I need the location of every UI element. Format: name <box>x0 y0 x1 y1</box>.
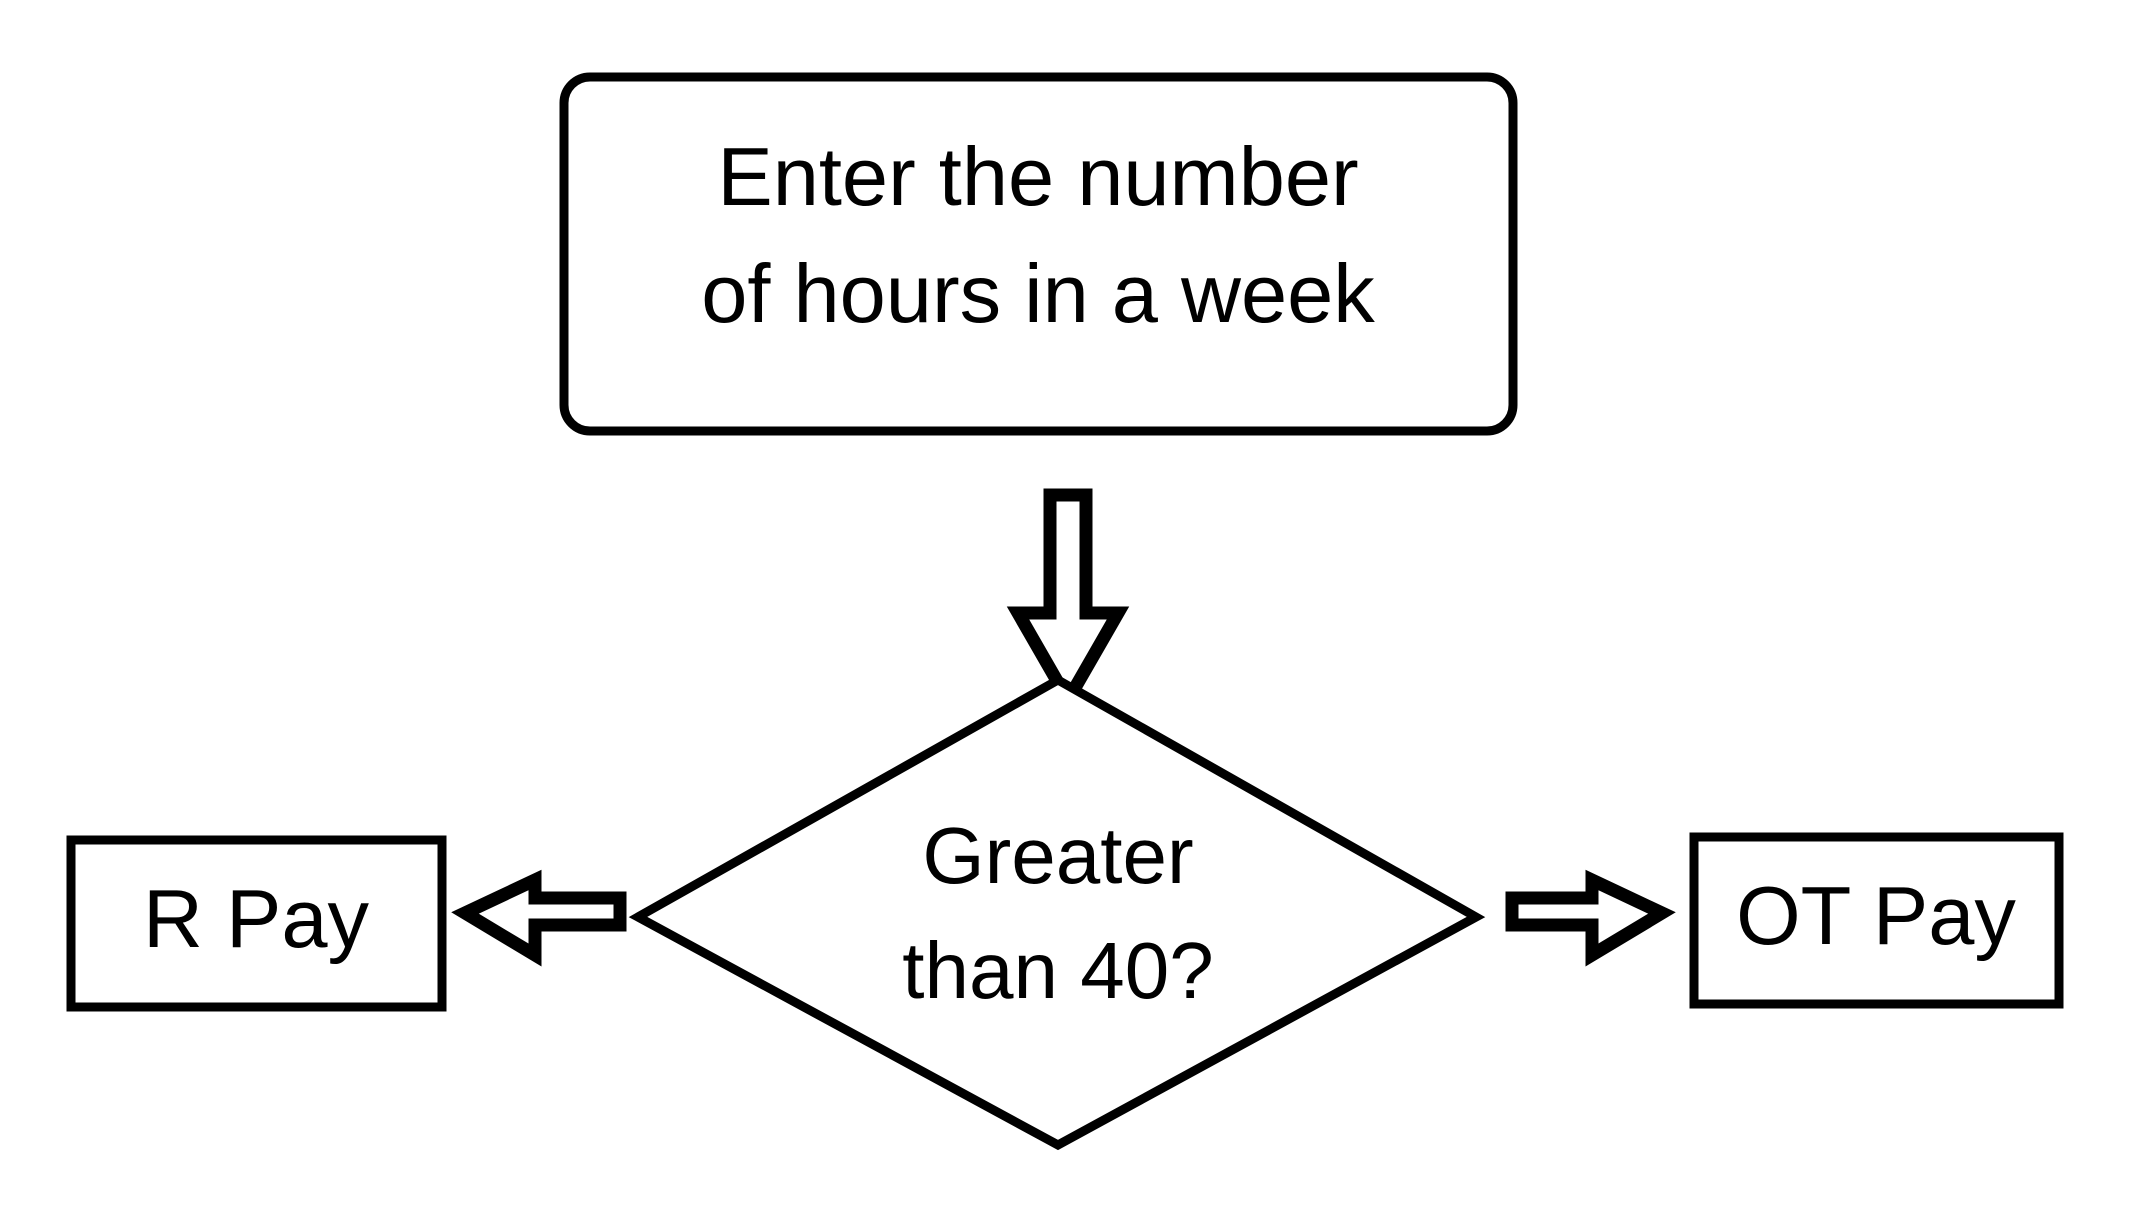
decision-line2: than 40? <box>902 926 1213 1015</box>
node-terminal-overtime-pay[interactable]: OT Pay <box>1689 832 2064 1009</box>
rectangle-shape-overtime-pay <box>1689 832 2064 1009</box>
terminal-overtime-pay-label: OT Pay <box>1736 869 2016 962</box>
process-input-line1: Enter the number <box>717 130 1358 223</box>
rectangle-shape-regular-pay <box>66 835 447 1012</box>
arrow-down-icon <box>1006 488 1130 714</box>
diamond-shape <box>628 674 1486 1151</box>
node-process-input[interactable]: Enter the number of hours in a week <box>559 72 1518 436</box>
rounded-rectangle-shape <box>559 72 1518 436</box>
node-decision-hours[interactable]: Greater than 40? <box>628 674 1486 1151</box>
arrow-left-icon <box>451 869 627 967</box>
connector-decision-to-regular <box>451 869 627 967</box>
node-terminal-regular-pay[interactable]: R Pay <box>66 835 447 1012</box>
arrow-right-icon <box>1505 869 1676 967</box>
process-input-line2: of hours in a week <box>701 247 1375 340</box>
terminal-regular-pay-label: R Pay <box>143 872 370 965</box>
connector-decision-to-overtime <box>1505 869 1676 967</box>
connector-input-to-decision <box>1006 488 1130 714</box>
decision-line1: Greater <box>922 811 1193 900</box>
